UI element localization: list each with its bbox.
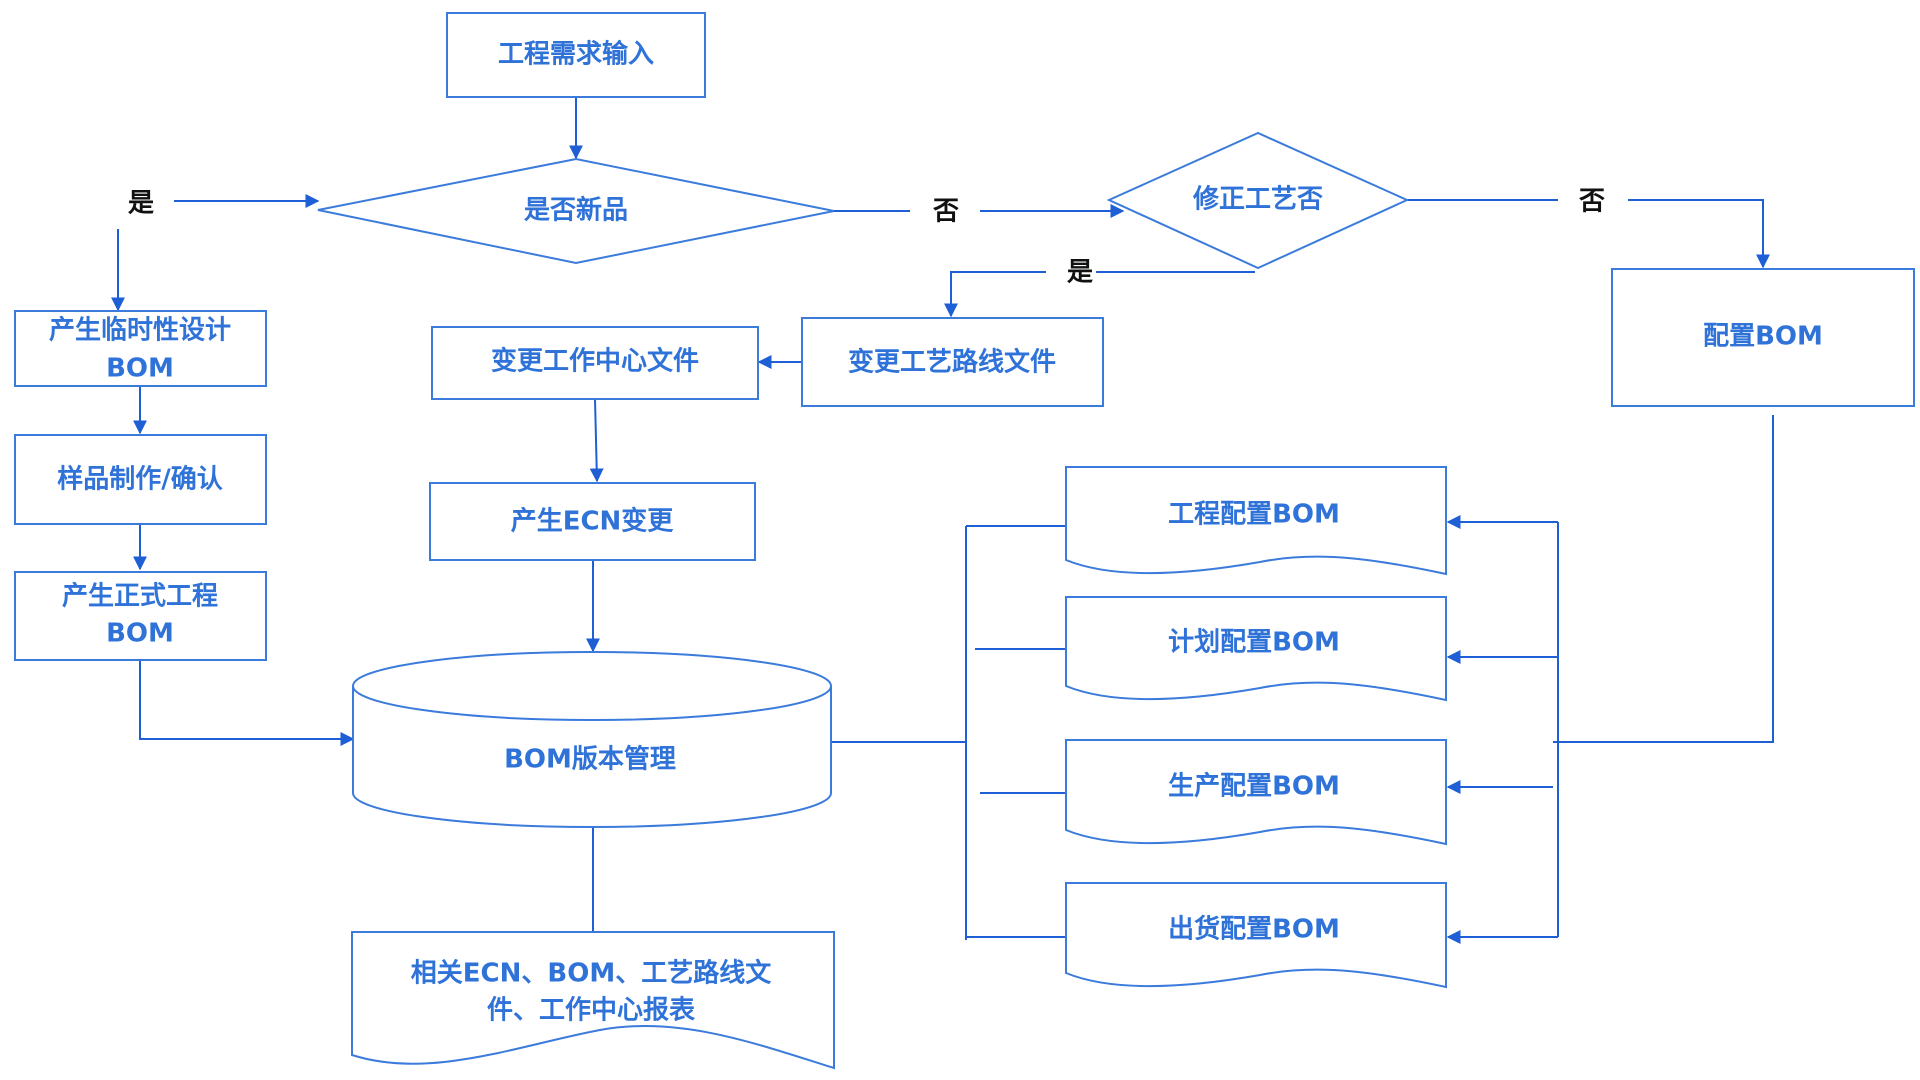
node-reports-line2: 件、工作中心报表 bbox=[487, 995, 696, 1026]
node-formal-bom: 产生正式工程 BOM bbox=[14, 571, 267, 661]
node-fix-process: 修正工艺否 bbox=[1106, 131, 1410, 270]
node-ship-bom: 出货配置BOM bbox=[1065, 882, 1447, 989]
node-is-new-label: 是否新品 bbox=[524, 195, 628, 226]
node-temp-bom: 产生临时性设计 BOM bbox=[14, 310, 267, 387]
arrow-formal-to-bom-version bbox=[139, 660, 355, 746]
node-fix-process-label: 修正工艺否 bbox=[1192, 184, 1323, 215]
label-yes-new: 是 bbox=[128, 189, 154, 219]
node-reports: 相关ECN、BOM、工艺路线文 件、工作中心报表 bbox=[351, 931, 835, 1070]
node-reports-line1: 相关ECN、BOM、工艺路线文 bbox=[411, 958, 772, 989]
node-temp-bom-line2: BOM bbox=[106, 354, 174, 384]
node-bom-version-label: BOM版本管理 bbox=[504, 745, 676, 775]
node-config-bom-label: 配置BOM bbox=[1703, 322, 1823, 352]
node-ship-bom-label: 出货配置BOM bbox=[1168, 914, 1340, 945]
label-yes-fix: 是 bbox=[1067, 258, 1093, 288]
node-sample: 样品制作/确认 bbox=[14, 434, 267, 525]
node-plan-bom-label: 计划配置BOM bbox=[1168, 628, 1340, 658]
node-input: 工程需求输入 bbox=[446, 12, 706, 98]
node-temp-bom-line1: 产生临时性设计 bbox=[49, 315, 231, 346]
node-is-new: 是否新品 bbox=[317, 157, 835, 265]
label-no-new: 否 bbox=[933, 197, 959, 227]
node-change-route-label: 变更工艺路线文件 bbox=[848, 347, 1056, 378]
node-formal-bom-line2: BOM bbox=[106, 619, 174, 649]
node-change-wc: 变更工作中心文件 bbox=[431, 326, 759, 400]
node-change-wc-label: 变更工作中心文件 bbox=[491, 346, 699, 377]
node-ecn: 产生ECN变更 bbox=[429, 482, 756, 561]
line-config-bom-down bbox=[1553, 415, 1774, 743]
arrow-yes-to-change-route bbox=[944, 271, 1046, 318]
node-eng-bom: 工程配置BOM bbox=[1065, 466, 1447, 576]
connectors bbox=[111, 97, 1774, 944]
node-plan-bom: 计划配置BOM bbox=[1065, 596, 1447, 702]
node-change-route: 变更工艺路线文件 bbox=[801, 317, 1104, 407]
node-prod-bom: 生产配置BOM bbox=[1065, 739, 1447, 846]
node-sample-label: 样品制作/确认 bbox=[57, 464, 223, 495]
arrow-no-to-config-bom bbox=[1628, 199, 1770, 269]
node-eng-bom-label: 工程配置BOM bbox=[1168, 500, 1340, 530]
node-input-label: 工程需求输入 bbox=[498, 39, 654, 70]
edge-labels: 是 否 是 否 bbox=[128, 187, 1605, 288]
node-bom-version: BOM版本管理 bbox=[352, 651, 832, 828]
node-formal-bom-line1: 产生正式工程 bbox=[62, 582, 218, 612]
node-prod-bom-label: 生产配置BOM bbox=[1168, 772, 1340, 802]
node-ecn-label: 产生ECN变更 bbox=[511, 506, 675, 537]
label-no-fix: 否 bbox=[1579, 187, 1605, 217]
node-config-bom: 配置BOM bbox=[1611, 268, 1915, 407]
arrow-wc-to-ecn bbox=[589, 398, 604, 483]
